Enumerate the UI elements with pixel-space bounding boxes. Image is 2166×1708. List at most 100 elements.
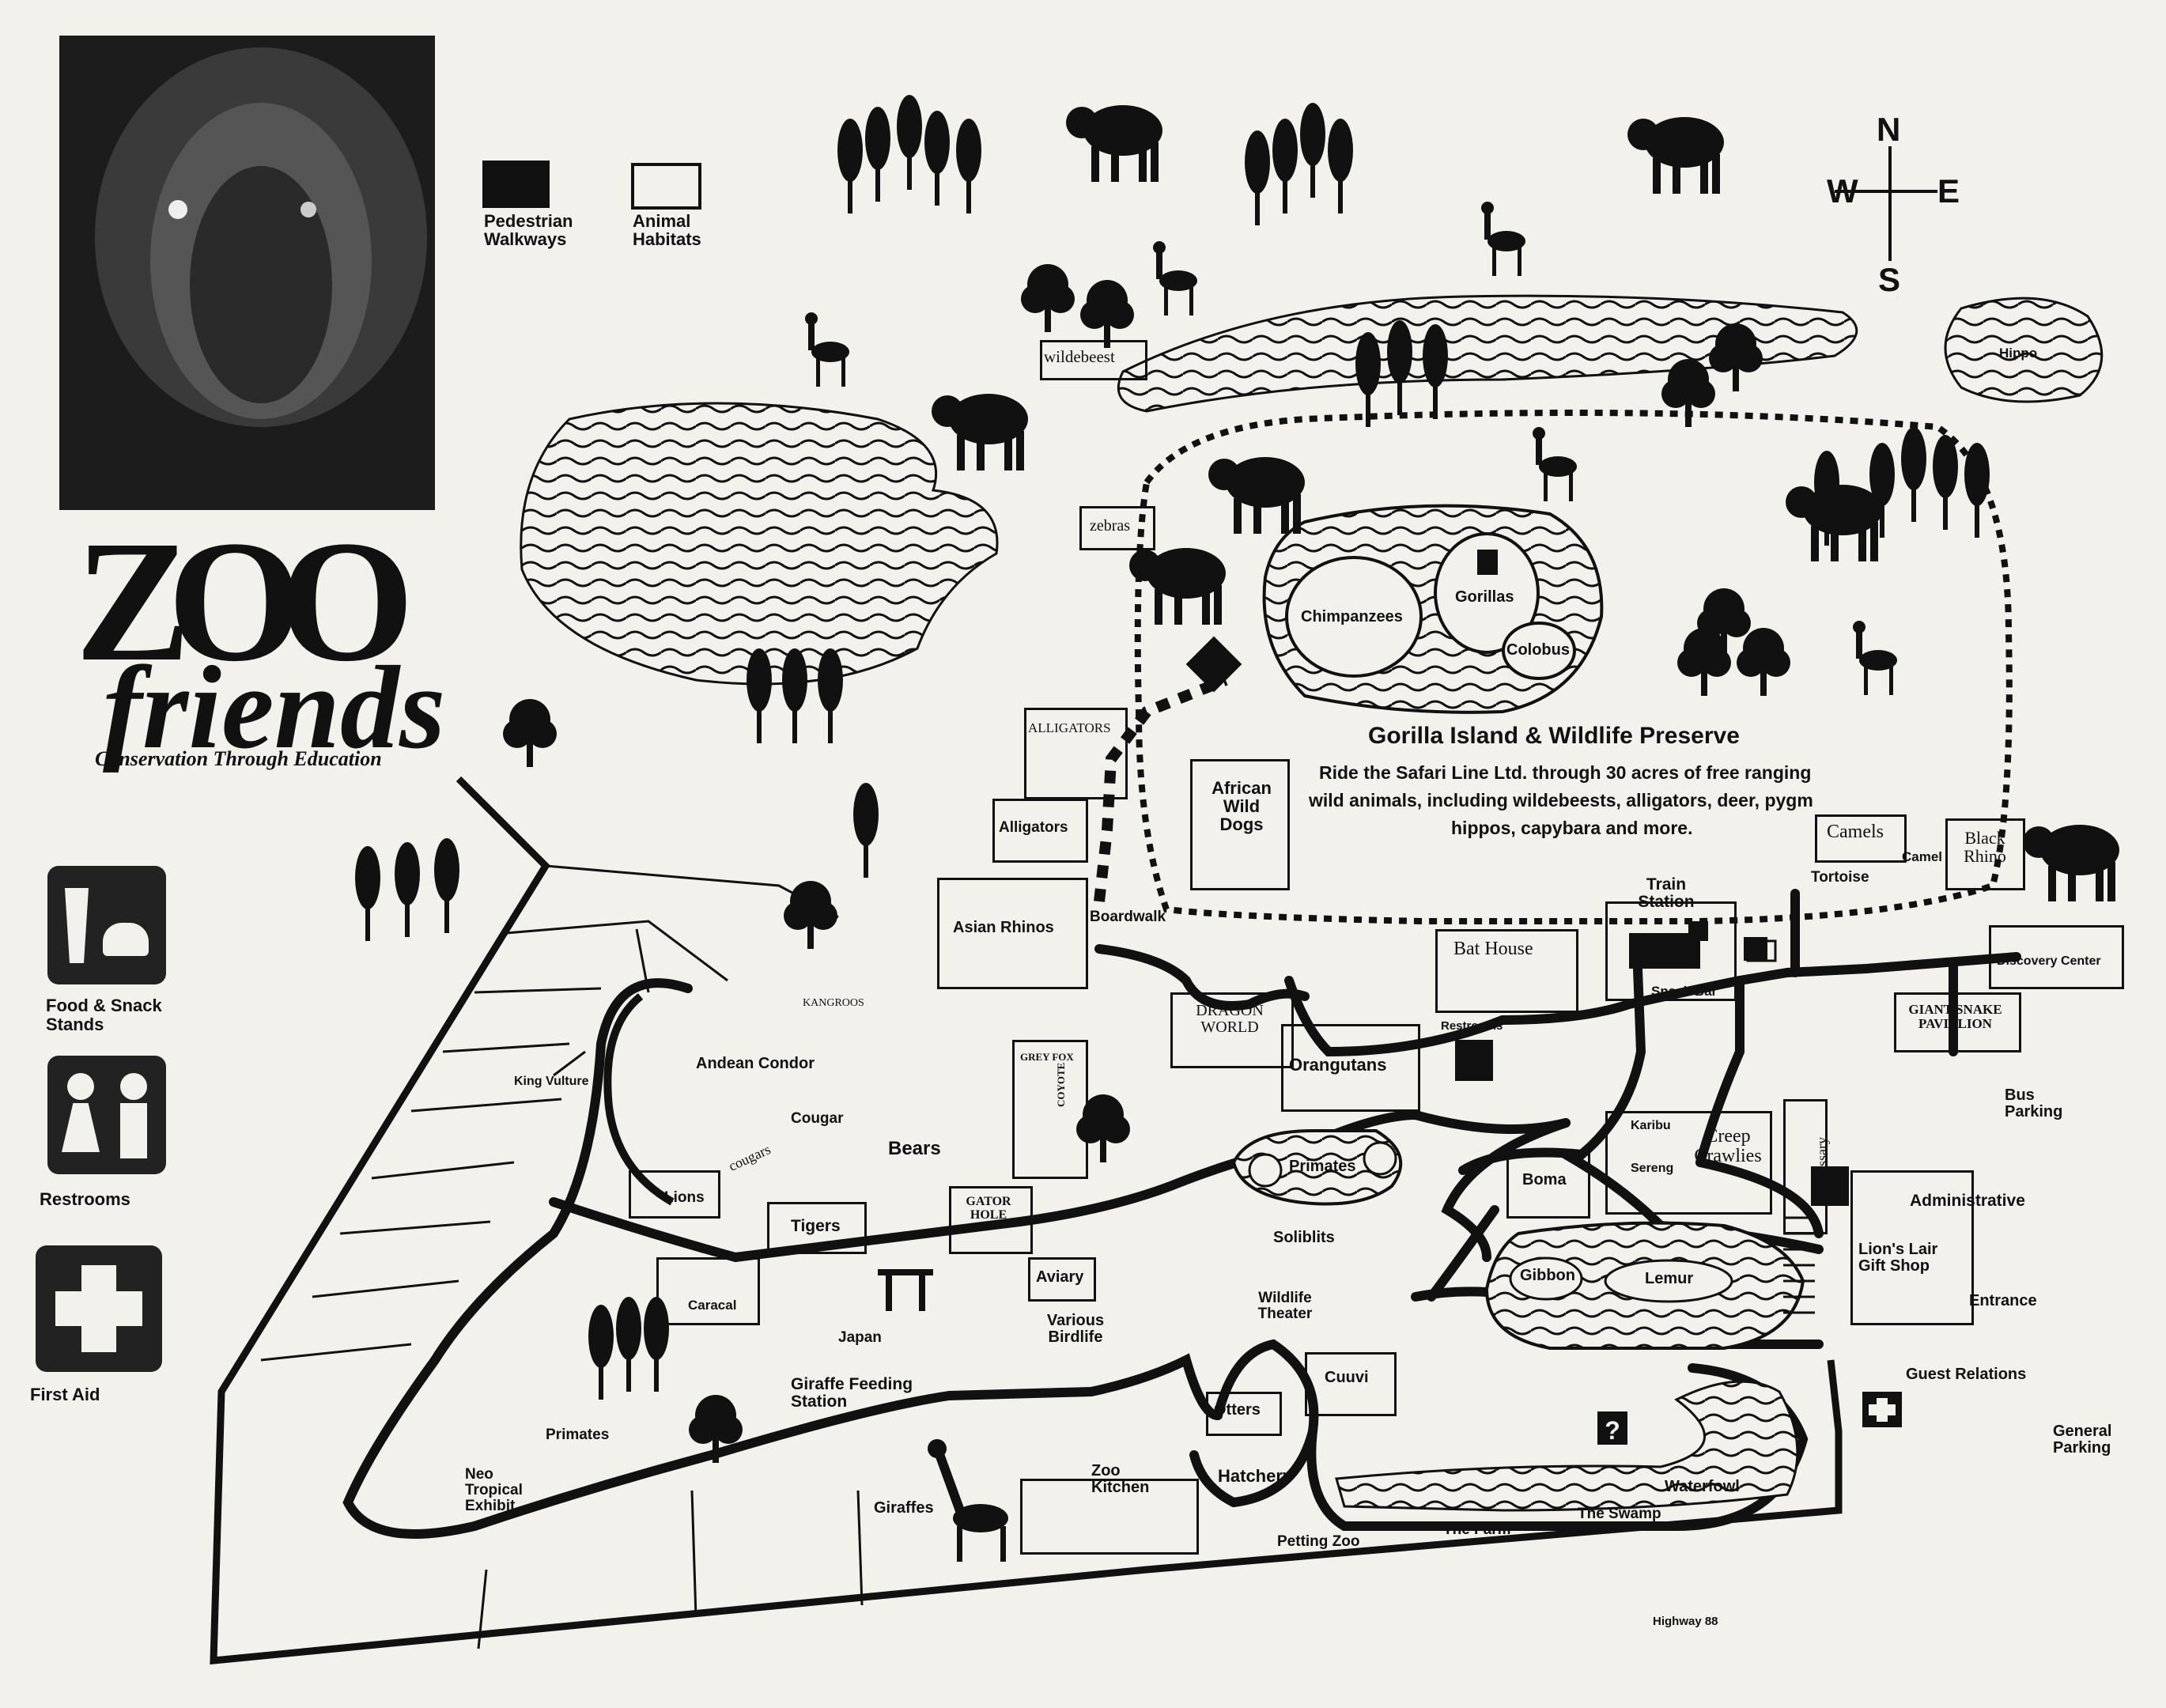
kangroos-label: KANGROOS xyxy=(803,997,864,1009)
swamp-water xyxy=(1335,1380,1799,1512)
petting-zoo-label: Petting Zoo xyxy=(1277,1533,1360,1550)
andean-condor-label: Andean Condor xyxy=(696,1055,815,1072)
creep-crawlies-box[interactable] xyxy=(1605,1111,1772,1215)
bat-house-box[interactable] xyxy=(1435,929,1578,1013)
chimpanzees-label: Chimpanzees xyxy=(1301,608,1403,625)
gibbon-label: Gibbon xyxy=(1520,1267,1575,1284)
alligators-label: Alligators xyxy=(999,819,1068,836)
preserve-title: Gorilla Island & Wildlife Preserve xyxy=(1368,723,1740,749)
legend-habitat-swatch xyxy=(631,163,701,210)
zebras-box[interactable] xyxy=(1079,506,1155,550)
caracal-box[interactable] xyxy=(656,1257,760,1325)
commissary-box[interactable] xyxy=(1783,1099,1828,1234)
wildlife-theater-label: Wildlife Theater xyxy=(1257,1290,1313,1322)
gator-hole-box[interactable] xyxy=(949,1186,1033,1254)
cuuvi-label: Cuuvi xyxy=(1325,1369,1369,1386)
dragon-world-box[interactable] xyxy=(1170,992,1294,1068)
train-icon xyxy=(1629,921,1777,969)
gator-hole-label: GATOR HOLE xyxy=(966,1195,1011,1222)
karibu-label: Karibu xyxy=(1631,1119,1671,1132)
aviary-label: Aviary xyxy=(1036,1268,1084,1286)
admin-restroom-icon xyxy=(1811,1166,1849,1206)
primates-center-label: Primates xyxy=(1289,1158,1356,1175)
north-lake xyxy=(1117,294,1858,413)
hippo-label: Hippo xyxy=(1999,346,2038,361)
gift-shop-box[interactable] xyxy=(1850,1170,1974,1325)
lemur-label: Lemur xyxy=(1645,1270,1694,1287)
discovery-center-label: Discovery Center xyxy=(1997,954,2101,968)
discovery-center-box[interactable] xyxy=(1989,925,2124,989)
zoo-kitchen-box[interactable] xyxy=(1020,1479,1199,1555)
sereng-label: Sereng xyxy=(1631,1162,1674,1175)
boardwalk-label: Boardwalk xyxy=(1090,909,1166,925)
orangutans-label: Orangutans xyxy=(1289,1055,1387,1075)
aviary-box[interactable] xyxy=(1028,1257,1096,1302)
hatchery-label: Hatchery xyxy=(1218,1466,1293,1486)
alligators-upper-label: ALLIGATORS xyxy=(1028,720,1111,735)
safari-line-track xyxy=(1134,410,2013,924)
train-station-label: Train Station xyxy=(1638,875,1695,912)
orangutans-box[interactable] xyxy=(1281,1024,1420,1112)
caracal-label: Caracal xyxy=(688,1298,737,1313)
neotropical-label: Neo Tropical Exhibit xyxy=(465,1466,523,1514)
cup-icon xyxy=(65,888,89,963)
administrative-label: Administrative xyxy=(1910,1192,2025,1210)
boma-box[interactable] xyxy=(1506,1151,1590,1219)
main-walkways xyxy=(342,889,2021,1539)
first-aid-icon xyxy=(36,1245,162,1372)
camel-label: Camel xyxy=(1902,849,1943,864)
otters-box[interactable] xyxy=(1206,1392,1282,1436)
alligators-upper-box[interactable] xyxy=(1024,708,1128,799)
black-rhino-box[interactable] xyxy=(1945,818,2025,890)
food-label: Food & Snack Stands xyxy=(46,996,162,1035)
giraffes-label: Giraffes xyxy=(874,1499,934,1517)
train-station-box[interactable] xyxy=(1605,901,1737,1001)
lions-label: Lions xyxy=(664,1189,705,1206)
general-parking-label: General Parking xyxy=(2053,1423,2112,1457)
burger-icon xyxy=(103,923,149,956)
compass-west: W xyxy=(1827,172,1858,210)
preserve-desc-2: wild animals, including wildebeests, all… xyxy=(1309,790,1813,811)
tigers-box[interactable] xyxy=(767,1202,867,1254)
zoo-logo: ZOO xyxy=(75,504,414,697)
compass-east: E xyxy=(1937,172,1960,210)
gorilla-icon xyxy=(1477,550,1498,575)
snack-bar-label: Snack Bar xyxy=(1651,984,1718,999)
bus-parking-label: Bus Parking xyxy=(2005,1086,2063,1120)
restrooms-label: Restrooms xyxy=(40,1189,130,1209)
waterfowl-label: Waterfowl xyxy=(1665,1478,1740,1495)
japan-torii-icon xyxy=(878,1269,933,1311)
alligators-box[interactable] xyxy=(992,799,1088,863)
wildebeest-label: wildebeest xyxy=(1044,347,1115,366)
various-birdlife-label: Various Birdlife xyxy=(1046,1312,1105,1346)
giant-snake-label: GIANT SNAKE PAVILLION xyxy=(1908,1002,2002,1031)
grey-fox-box[interactable] xyxy=(1012,1040,1088,1179)
boma-label: Boma xyxy=(1522,1171,1567,1188)
cougar-label: Cougar xyxy=(791,1110,844,1127)
giant-snake-box[interactable] xyxy=(1894,992,2021,1052)
primates-left-label: Primates xyxy=(546,1426,610,1443)
tigers-label: Tigers xyxy=(791,1217,841,1235)
bears-label: Bears xyxy=(888,1138,941,1159)
camels-box[interactable] xyxy=(1815,814,1907,863)
camels-label: Camels xyxy=(1827,822,1884,842)
snack-icon xyxy=(1744,937,1767,961)
restroom-icon xyxy=(47,1056,166,1174)
japan-label: Japan xyxy=(838,1329,882,1346)
highway-label: Highway 88 xyxy=(1653,1615,1718,1628)
map-restroom-icon xyxy=(1455,1040,1493,1081)
compass-north: N xyxy=(1877,111,1901,148)
lions-box[interactable] xyxy=(629,1170,720,1219)
cuuvi-box[interactable] xyxy=(1305,1352,1397,1416)
food-icon xyxy=(47,866,166,984)
svg-text:?: ? xyxy=(1605,1416,1620,1445)
bat-house-label: Bat House xyxy=(1453,939,1533,959)
african-wild-dogs-box[interactable] xyxy=(1190,759,1290,890)
preserve-desc-3: hippos, capybara and more. xyxy=(1451,818,1693,838)
hippo-pond xyxy=(1944,297,2104,403)
legend-habitat-label: Animal Habitats xyxy=(633,211,701,250)
wildebeest-box[interactable] xyxy=(1040,340,1147,380)
asian-rhinos-box[interactable] xyxy=(937,878,1088,989)
zebras-label: zebras xyxy=(1090,517,1131,535)
friends-logo: friends xyxy=(103,642,446,773)
